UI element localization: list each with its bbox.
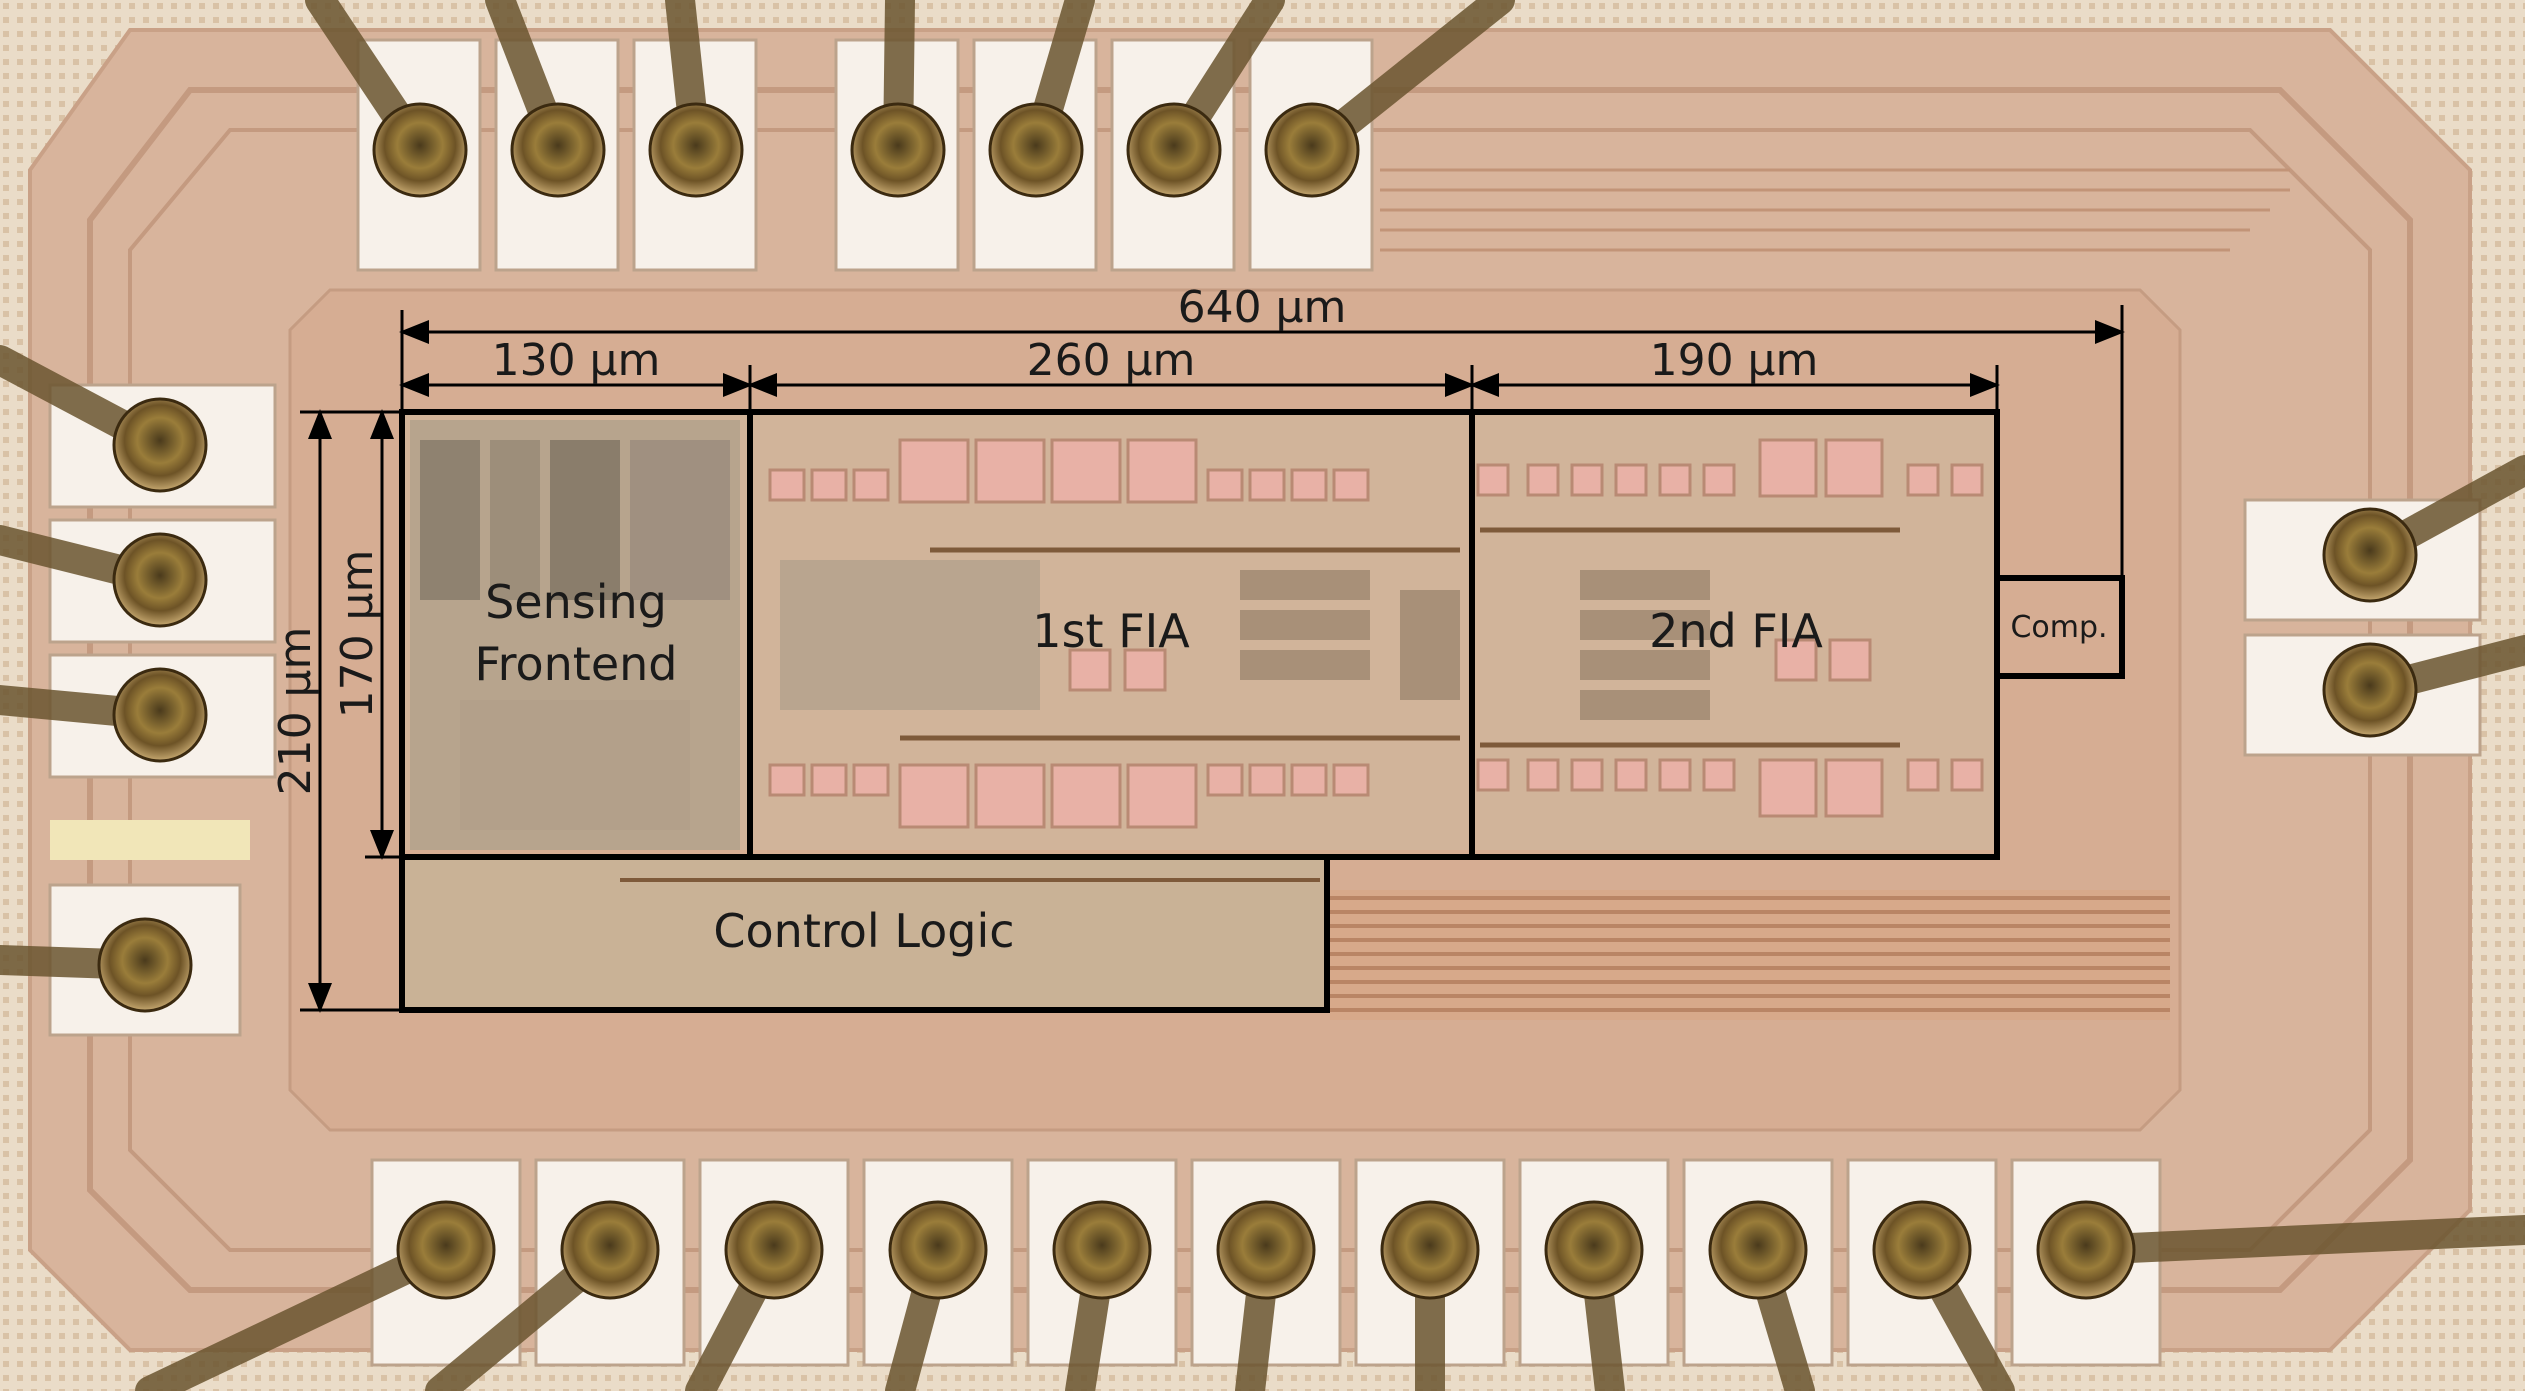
capacitor-array-1st-top [768,438,1370,504]
capacitor-array-1st-mid [1068,648,1167,692]
bus-lines [1330,890,2170,1020]
capacitor-array-2nd-bottom [1476,758,1984,818]
fia1-label: 1st FIA [1032,604,1190,658]
dimension-arrow-icon [300,305,2125,1013]
amp-core-1st [780,560,1460,710]
sensing-frontend-layout [410,420,740,850]
control-logic-box [399,854,1330,1013]
block-outlines [399,409,2125,1013]
sensing-width-label: 130 µm [492,335,661,386]
control-logic-label: Control Logic [713,904,1014,958]
total-width-label: 640 µm [1178,282,1347,333]
core-height-label: 170 µm [332,550,383,719]
control-area [400,860,1330,1010]
fia1-width-label: 260 µm [1027,335,1196,386]
capacitor-array-2nd-top [1476,438,1984,498]
comp-label: Comp. [2010,610,2107,645]
pad-strip [50,820,250,860]
amp-core-2nd [1580,570,1872,720]
total-height-label: 210 µm [270,627,321,796]
sensing-frontend-label-line1: Sensing [485,575,667,629]
fia2-label: 2nd FIA [1649,604,1823,658]
fia2-width-label: 190 µm [1650,335,1819,386]
bond-balls [97,102,2418,1300]
capacitor-array-1st-bottom [768,763,1370,829]
sensing-frontend-label-line2: Frontend [474,637,677,691]
routing-lines-top [1380,168,2290,252]
comp-box [1994,575,2125,679]
